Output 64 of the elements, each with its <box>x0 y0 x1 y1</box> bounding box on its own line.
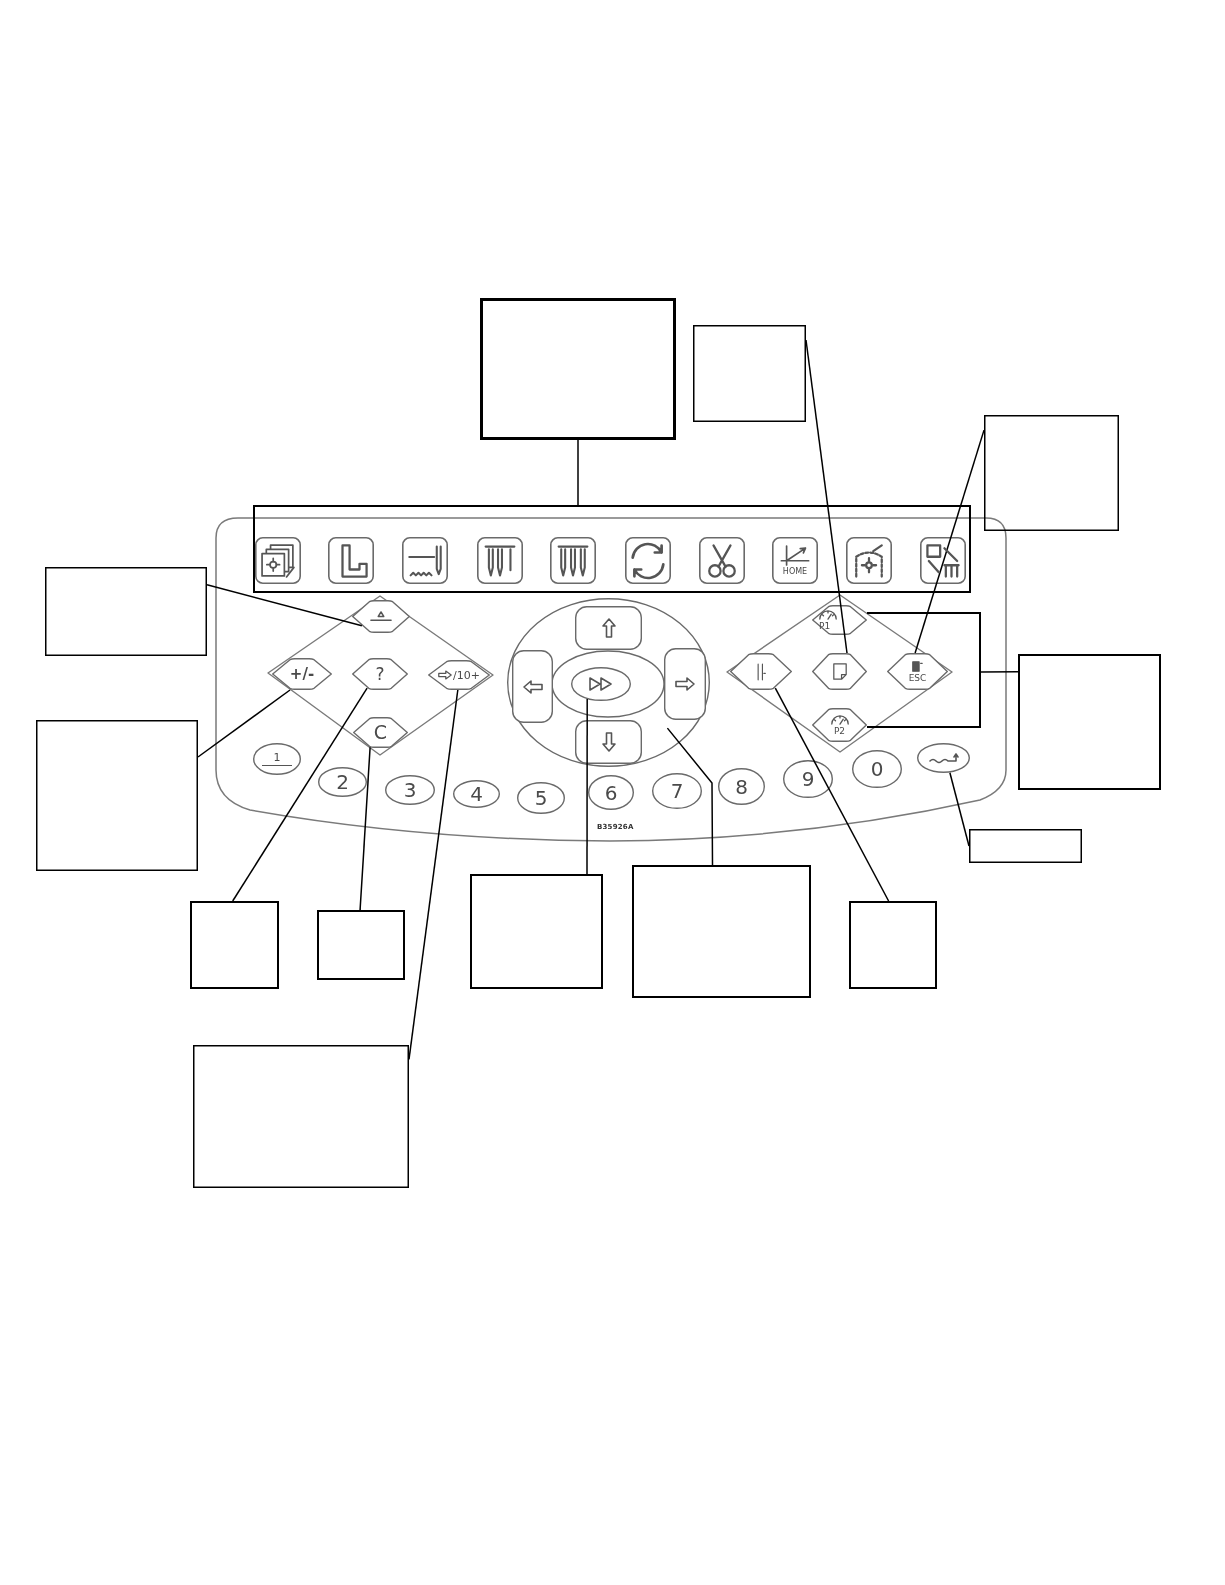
function-key: HOME <box>772 537 818 584</box>
function-key <box>846 537 892 584</box>
function-key: C <box>353 717 408 748</box>
callout-box <box>317 910 405 980</box>
leader-line <box>359 746 371 911</box>
number-key: 9 <box>783 760 833 798</box>
number-key: 1 <box>253 743 301 775</box>
function-key: ESC <box>887 653 948 690</box>
number-key: 8 <box>718 768 765 805</box>
callout-box <box>36 720 198 871</box>
callout-box <box>849 901 937 989</box>
number-key: 7 <box>652 773 702 809</box>
callout-box <box>632 865 811 998</box>
function-key <box>699 537 745 584</box>
leader-line <box>231 687 368 902</box>
bracket <box>867 612 981 728</box>
leader-line <box>197 689 291 758</box>
function-key <box>477 537 523 584</box>
leader-line <box>577 439 579 506</box>
function-key <box>402 537 448 584</box>
start-key <box>571 667 631 701</box>
callout-box <box>984 415 1119 531</box>
function-key <box>328 537 374 584</box>
callout-box <box>470 874 603 989</box>
arrow-key <box>575 606 642 650</box>
arrow-key <box>512 650 553 723</box>
number-key: 4 <box>453 780 500 808</box>
callout-box <box>1018 654 1161 790</box>
leader-line <box>408 689 459 1061</box>
leader-line <box>666 727 714 866</box>
number-key: 6 <box>588 775 634 810</box>
number-key: 5 <box>517 782 565 814</box>
number-key: 3 <box>385 775 435 805</box>
function-key <box>920 537 966 584</box>
function-key <box>917 743 970 773</box>
arrow-key <box>575 720 642 764</box>
function-key: /10+ <box>428 660 490 690</box>
function-key <box>812 653 867 690</box>
leader-line <box>586 698 588 875</box>
leader-line <box>774 687 890 902</box>
function-key <box>625 537 671 584</box>
callout-box <box>193 1045 409 1188</box>
function-key: P1 <box>812 605 867 635</box>
function-key: ? <box>352 658 408 690</box>
function-key <box>352 600 410 633</box>
callout-box <box>190 901 279 989</box>
leader-line <box>949 771 970 847</box>
function-key: +/- <box>272 658 332 690</box>
callout-box <box>480 298 676 440</box>
function-key: P2 <box>812 708 867 742</box>
callout-box <box>693 325 806 422</box>
callout-box <box>45 567 207 656</box>
direction-pad <box>507 598 710 767</box>
group-frame <box>253 505 971 593</box>
function-key <box>730 653 792 690</box>
leader-line <box>914 429 985 654</box>
number-key: 2 <box>318 767 367 797</box>
number-key: 0 <box>852 750 902 788</box>
callout-box <box>969 829 1082 863</box>
function-key <box>255 537 301 584</box>
leader-line <box>206 584 363 627</box>
leader-line <box>980 670 1019 673</box>
arrow-key <box>664 648 706 720</box>
function-key <box>550 537 596 584</box>
